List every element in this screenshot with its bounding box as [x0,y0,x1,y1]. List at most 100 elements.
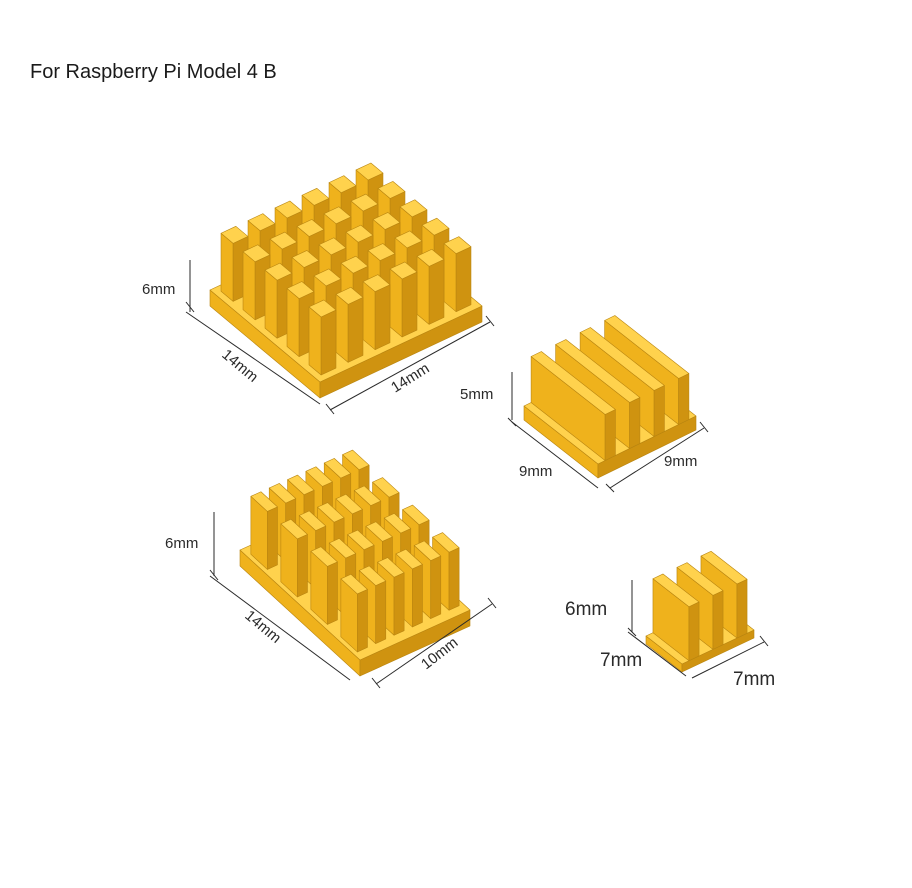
hs0-pin-0-5-face-top [443,236,472,254]
hs2-pin-3-1-face-top [268,483,297,504]
hs1-fin-2-face-top [579,327,665,391]
hs0-pin-0-5-face-left [443,243,457,312]
hs2-height-label: 6mm [165,535,198,552]
hs0-pin-4-4-face-top [328,175,357,194]
hs3-length-label: 7mm [600,650,642,671]
hs0-pin-0-2-face-top [362,274,391,292]
hs0-pin-0-0-face-top [308,299,337,318]
hs0-pin-1-1-face-top [313,268,342,287]
hs2-pin-1-5-face-top [402,504,430,526]
hs0-pin-1-4-face-top [394,230,423,249]
hs2-pin-2-1-face-top [298,510,327,531]
hs0-pin-0-3-face-top [389,261,418,280]
heatsink-small-7x7 [627,550,769,679]
hs3-fin-2-face-right [736,578,748,639]
hs1-fin-1-face-top [555,339,641,403]
hs1-fin-3-face-top [604,315,690,379]
hs0-pin-3-4-face-top [350,193,379,212]
hs0-dimension-line-2 [185,301,195,313]
hs3-width-label: 7mm [733,669,775,690]
hs0-pin-4-0-face-top [220,226,249,244]
hs0-pin-2-2-face-top [318,237,347,256]
hs0-pin-0-2-face-left [362,281,376,350]
hs2-pin-2-5-face-top [372,477,400,498]
hs0-pin-0-4-face-left [416,255,430,325]
hs1-fin-0-face-right [604,409,616,461]
hs0-pin-2-5-face-top [399,199,428,218]
hs0-dimension-line-3 [329,321,491,411]
hs0-dimension-line-1 [185,311,321,405]
hs0-pin-0-0-face-left [308,306,322,376]
hs1-dimension-line-4 [699,421,709,433]
hs1-dimension-line-1 [511,421,599,489]
hs0-pin-2-4-face-top [372,212,401,230]
page-title: For Raspberry Pi Model 4 B [30,61,277,83]
hs2-pin-2-0-face-right [297,534,308,598]
hs2-pin-2-4-face-top [353,485,382,506]
hs0-pin-2-0-face-top [264,262,293,281]
hs0-height-label: 6mm [142,281,175,298]
hs2-pin-0-4-face-right [430,555,442,619]
hs0-pin-0-0-face-right [320,309,337,376]
hs2-pin-0-5-face-right [448,547,460,611]
hs0-pin-0-5-face-right [455,246,472,312]
hs1-dimension-line-2 [507,417,517,427]
hs0-pin-0-1-face-left [335,293,349,363]
hs2-pin-2-2-face-top [317,502,345,523]
hs2-pin-0-0-face-top [340,573,368,595]
hs2-pin-2-3-face-top [335,493,363,515]
hs3-fin-2-face-top [700,550,748,585]
hs1-fin-1-face-right [629,397,641,449]
hs0-pin-3-5-face-top [377,181,406,199]
hs0-pin-0-1-face-right [347,297,364,363]
hs2-pin-0-1-face-top [358,565,387,586]
hs0-pin-3-0-face-top [242,244,271,263]
hs0-pin-1-0-face-left [286,288,300,357]
hs1-fin-0-face-top [530,351,616,415]
hs0-pin-1-0-face-top [286,281,315,299]
hs0-pin-0-4-face-top [416,248,445,267]
hs1-dimension-line-5 [605,483,615,493]
hs0-pin-0-1-face-top [335,286,364,305]
hs2-dimension-line-3 [375,603,493,685]
heatsink-large-14x14 [185,162,495,415]
hs3-fin-0-face-top [652,573,700,608]
hs0-pin-4-3-face-top [301,188,330,206]
hs0-pin-4-0-face-left [220,232,234,302]
hs0-pin-2-1-face-top [291,250,320,268]
hs0-pin-0-3-face-right [401,271,418,338]
hs0-pin-1-3-face-top [367,243,396,261]
hs3-fin-1-face-top [676,562,724,596]
hs3-fin-1-face-right [712,590,724,650]
hs1-fin-3-face-right [678,373,690,425]
hs0-pin-4-5-face-top [355,162,384,181]
hs0-pin-1-2-face-top [340,255,369,274]
hs2-pin-0-3-face-top [395,548,423,570]
heatsink-large-14x10 [209,449,497,689]
hs2-pin-1-0-face-right [327,561,338,625]
hs3-dimension-line-2 [627,627,637,637]
hs1-width-label: 9mm [664,453,697,470]
heatsink-medium-9x9 [507,315,709,493]
hs2-pin-0-1-face-right [375,580,387,644]
hs2-pin-1-4-face-top [383,513,412,534]
hs0-pin-0-3-face-left [389,268,403,338]
hs0-pin-1-5-face-top [421,217,450,236]
hs2-dimension-line-2 [209,569,219,581]
hs2-dimension-line-5 [371,677,381,689]
hs2-pin-0-4-face-top [413,540,442,561]
hs3-height-label: 6mm [565,599,607,620]
hs0-pin-3-2-face-top [296,219,325,237]
hs2-pin-0-5-face-top [432,532,460,553]
hs0-pin-3-1-face-top [269,231,298,250]
hs1-length-label: 9mm [519,463,552,480]
hs0-dimension-line-4 [485,315,495,327]
hs2-pin-3-2-face-top [287,474,315,496]
hs1-dimension-line-3 [609,427,705,489]
hs2-pin-3-5-face-top [342,449,370,471]
hs0-pin-2-3-face-top [345,224,374,243]
hs2-pin-3-3-face-top [305,466,333,487]
hs2-pin-1-3-face-top [365,521,393,542]
hs2-pin-2-0-face-top [280,518,308,540]
